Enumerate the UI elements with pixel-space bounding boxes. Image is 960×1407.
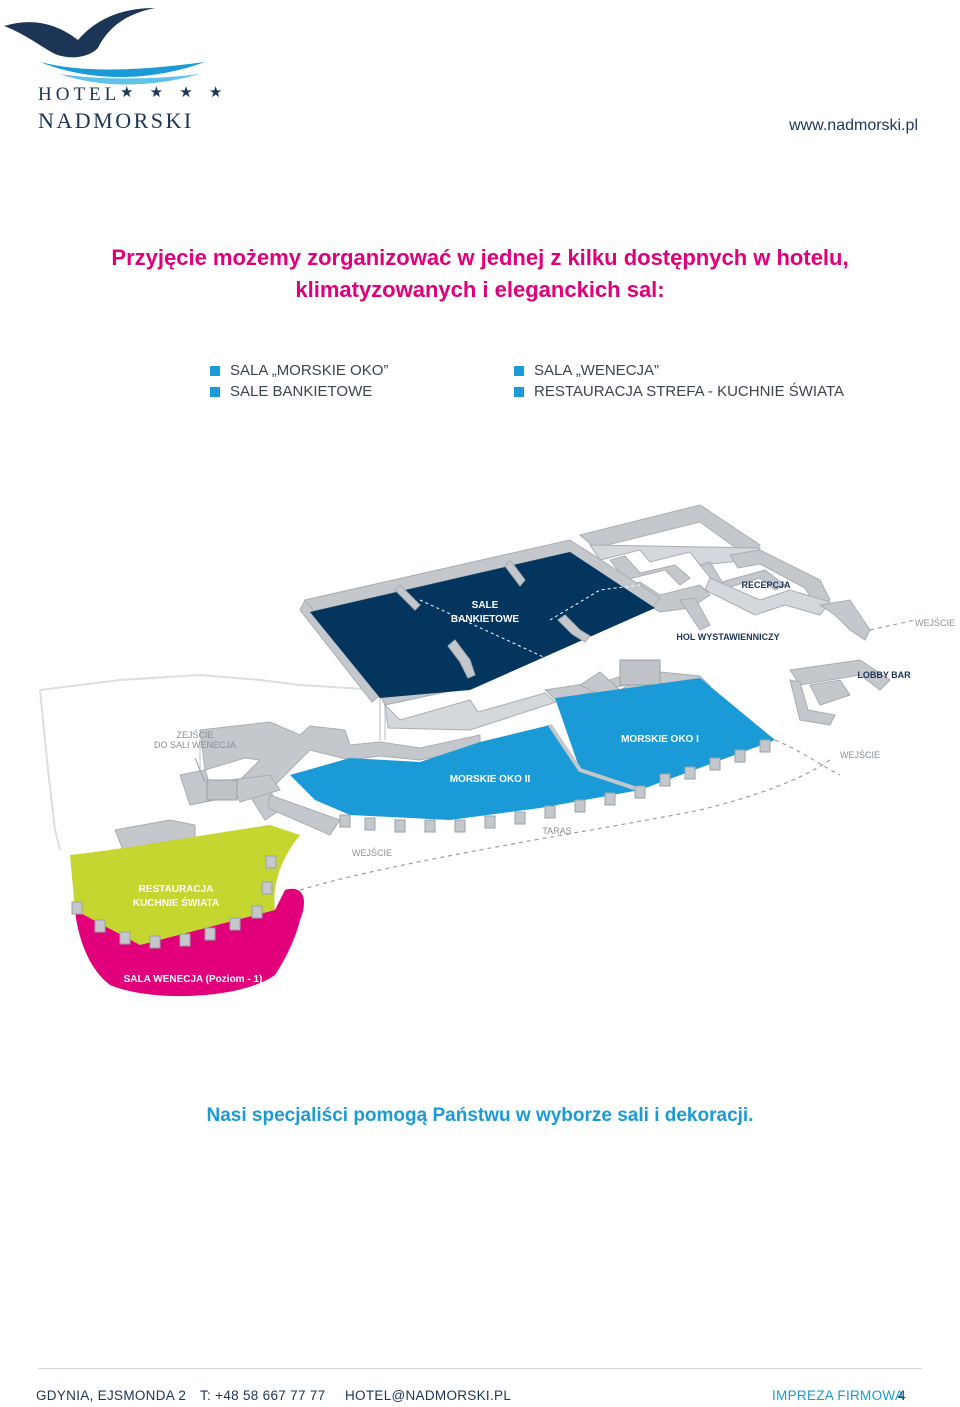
label-wejscie-left: WEJŚCIE: [352, 847, 392, 858]
footer-phone[interactable]: T: +48 58 667 77 77: [200, 1388, 326, 1403]
bullet-square-icon: [210, 365, 220, 376]
wall-blocks: [206, 659, 661, 801]
bullet-square-icon: [514, 386, 524, 397]
cta-text: Nasi specjaliści pomogą Państwu w wyborz…: [206, 1105, 754, 1126]
floor-plan: SALE BANKIETOWE MORSKIE OKO I MORSKIE OK…: [0, 490, 960, 1050]
legend-item: SALA „MORSKIE OKO”: [210, 360, 388, 381]
logo-stars: ★ ★ ★ ★: [120, 84, 229, 101]
label-wejscie-top: WEJŚCIE: [915, 617, 955, 628]
bullet-square-icon: [514, 365, 524, 376]
seagull-icon: [4, 8, 205, 85]
room-sale-bankietowe[interactable]: [310, 552, 655, 698]
label-sale-bankietowe-1: SALE: [472, 600, 499, 611]
label-taras: TARAS: [542, 826, 571, 836]
entrance-labels: WEJŚCIE ZEJŚCIE DO SALI WENECJA WEJŚCIE …: [154, 617, 955, 858]
intro-line-1: Przyjęcie możemy zorganizować w jednej z…: [111, 245, 849, 270]
room-morskie-oko-1[interactable]: [555, 678, 775, 790]
terrace-posts: [339, 739, 771, 833]
floor-plan-drawing: SALE BANKIETOWE MORSKIE OKO I MORSKIE OK…: [39, 504, 955, 997]
footer-page-number: 4: [898, 1388, 906, 1403]
label-lobby-bar: LOBBY BAR: [857, 670, 911, 680]
divider-dashed-lines: [419, 584, 641, 661]
area-labels: RECEPCJA HOL WYSTAWIENNICZY LOBBY BAR: [676, 580, 911, 680]
label-zejscie-2: DO SALI WENECJA: [154, 740, 236, 750]
hotel-logo: HOTEL ★ ★ ★ ★ NADMORSKI: [0, 0, 230, 140]
label-sala-wenecja: SALA WENECJA (Poziom - 1): [124, 974, 263, 985]
room-labels: SALE BANKIETOWE MORSKIE OKO I MORSKIE OK…: [124, 600, 699, 985]
restaurant-posts: [71, 855, 277, 949]
label-zejscie-1: ZEJŚCIE: [176, 729, 213, 740]
legend-item: RESTAURACJA STREFA - KUCHNIE ŚWIATA: [514, 381, 844, 402]
morskie-oko-divider: [548, 723, 641, 792]
legend-label: SALE BANKIETOWE: [230, 383, 373, 400]
legend-label: RESTAURACJA STREFA - KUCHNIE ŚWIATA: [534, 383, 845, 400]
label-wejscie-right: WEJŚCIE: [840, 749, 880, 760]
logo-name-text: NADMORSKI: [38, 108, 194, 133]
label-restauracja-1: RESTAURACJA: [139, 884, 214, 895]
logo-hotel-text: HOTEL: [38, 84, 121, 105]
footer-section: IMPREZA FIRMOWA: [772, 1388, 905, 1403]
label-restauracja-2: KUCHNIE ŚWIATA: [133, 896, 219, 909]
footer-address: GDYNIA, EJSMONDA 2: [36, 1388, 187, 1403]
legend-label: SALA „MORSKIE OKO”: [230, 362, 389, 379]
website-link[interactable]: www.nadmorski.pl: [789, 117, 918, 134]
room-morskie-oko-2[interactable]: [290, 725, 640, 820]
label-morskie-oko-2: MORSKIE OKO II: [450, 774, 531, 785]
room-restauracja[interactable]: [70, 825, 300, 945]
legend-item: SALE BANKIETOWE: [210, 381, 388, 402]
intro-line-2: klimatyzowanych i eleganckich sal:: [295, 276, 665, 302]
footer-email[interactable]: HOTEL@NADMORSKI.PL: [345, 1388, 512, 1403]
bullet-square-icon: [210, 386, 220, 397]
walkway-paths: [299, 619, 916, 891]
stairs-arrow: [194, 757, 206, 783]
label-hol: HOL WYSTAWIENNICZY: [676, 632, 779, 642]
bankiet-dividers: [394, 559, 591, 679]
legend-right: SALA „WENECJA” RESTAURACJA STREFA - KUCH…: [514, 360, 844, 402]
intro-heading: Przyjęcie możemy zorganizować w jednej z…: [0, 242, 960, 306]
label-morskie-oko-1: MORSKIE OKO I: [621, 734, 699, 745]
label-recepcja: RECEPCJA: [741, 580, 791, 590]
legend-label: SALA „WENECJA”: [534, 362, 660, 379]
label-sale-bankietowe-2: BANKIETOWE: [451, 614, 519, 625]
legend-item: SALA „WENECJA”: [514, 360, 844, 381]
legend-left: SALA „MORSKIE OKO” SALE BANKIETOWE: [210, 360, 388, 402]
footer-divider: [38, 1368, 922, 1369]
